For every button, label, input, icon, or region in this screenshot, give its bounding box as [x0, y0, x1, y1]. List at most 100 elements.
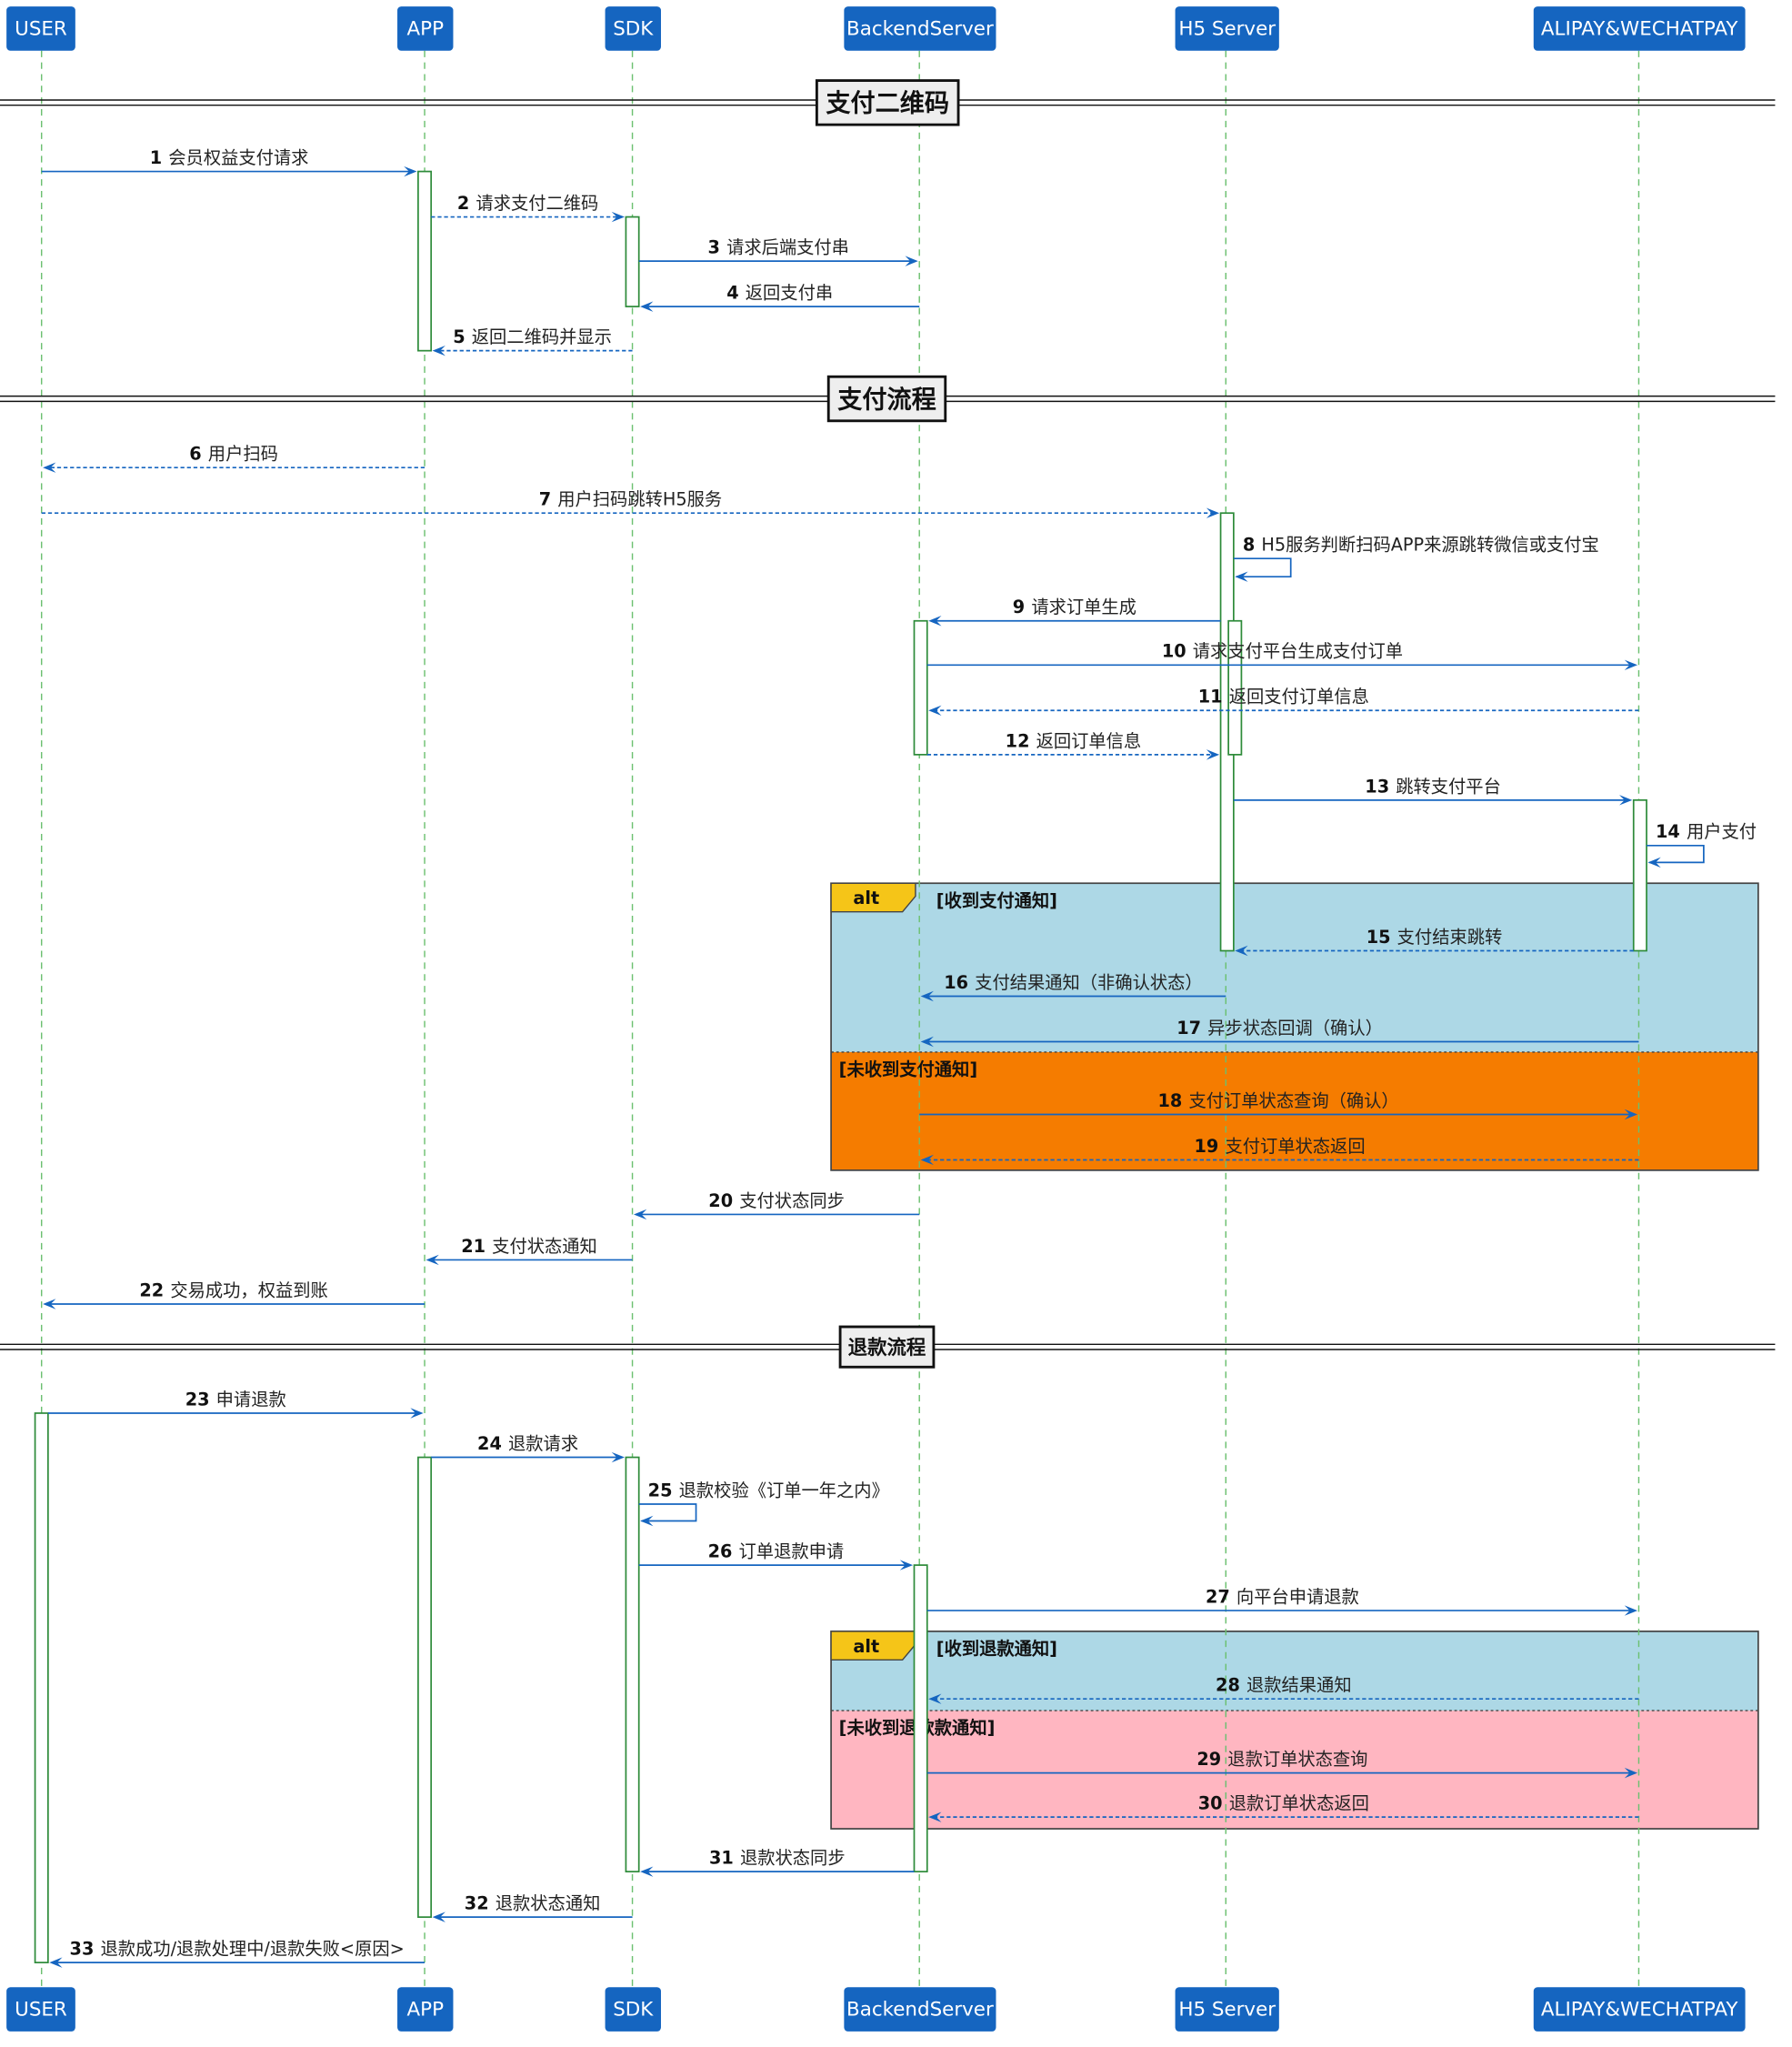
alt-branch-background [831, 1051, 1758, 1170]
message-number: 7 [539, 489, 551, 510]
message-number: 6 [189, 444, 201, 465]
message-text: 请求订单生成 [1031, 597, 1136, 617]
message-number: 4 [726, 283, 738, 304]
alt-block: alt [收到支付通知] [未收到支付通知] [830, 882, 1759, 1171]
divider-label-box [838, 1325, 936, 1369]
message-text: 退款状态通知 [496, 1893, 601, 1914]
message-number: 8 [1243, 535, 1255, 556]
message-number: 26 [708, 1541, 733, 1562]
message-text: 退款校验《订单一年之内》 [679, 1480, 889, 1500]
alt-branch-background [831, 1711, 1758, 1830]
participant-box-shape [397, 6, 454, 51]
alt-frame [830, 1631, 1759, 1830]
divider-label: 退款流程 [848, 1336, 926, 1360]
participant-box-shape [1175, 6, 1279, 51]
divider-label-box [815, 79, 960, 126]
message-text: 返回支付订单信息 [1229, 687, 1369, 707]
participant-box-shape [6, 6, 75, 51]
participant-label: H5 Server [1178, 18, 1276, 41]
message-text: 退款请求 [508, 1433, 578, 1454]
message-number: 27 [1206, 1587, 1230, 1608]
arrow-head [920, 1036, 934, 1048]
participant-box-shape [397, 1987, 454, 2032]
message-text: 用户支付 [1687, 821, 1757, 842]
arrow-head [640, 301, 654, 312]
message-number: 5 [453, 326, 465, 347]
arrow-head [928, 1811, 942, 1822]
divider-label: 支付二维码 [826, 90, 949, 118]
arrow-head [1235, 571, 1248, 582]
divider-label-box [826, 375, 947, 423]
arrow-head [1647, 857, 1661, 868]
message-text: 申请退款 [216, 1389, 286, 1410]
message-number: 11 [1198, 687, 1223, 707]
participant-label: APP [407, 1999, 445, 2022]
alt-guard: [未收到支付通知] [839, 1059, 977, 1080]
message-label: 22 交易成功，权益到账 [139, 1279, 327, 1300]
message: 22 交易成功，权益到账 [43, 1279, 425, 1309]
arrow-head [920, 1154, 934, 1166]
message-number: 12 [1006, 730, 1030, 751]
message-number: 28 [1216, 1675, 1240, 1696]
arrow-head [1619, 795, 1633, 806]
participant-box: SDK [605, 1987, 661, 2032]
message: 11 返回支付订单信息 [928, 687, 1639, 717]
message-text: 交易成功，权益到账 [170, 1279, 327, 1300]
message-number: 3 [708, 237, 720, 258]
alt-keyword: alt [853, 888, 879, 908]
message-text: 请求后端支付串 [726, 237, 849, 258]
arrow-head [640, 1515, 654, 1527]
arrow-head [899, 1560, 914, 1570]
activation-bar [913, 619, 928, 756]
arrow-head [410, 1408, 424, 1419]
alt-branch-background [831, 883, 1758, 1052]
message-text: 退款状态同步 [740, 1848, 846, 1869]
participant-label: SDK [613, 18, 654, 41]
arrow-head [611, 211, 625, 223]
self-message-arrow [638, 1503, 697, 1522]
participant-box-shape [1533, 6, 1746, 51]
participant-box: BackendServer [844, 6, 996, 51]
participant-box-shape [844, 6, 996, 51]
alt-blocks-layer: alt[收到支付通知][未收到支付通知]alt[收到退款通知][未收到退款款通知… [830, 882, 1759, 1830]
message-text: 向平台申请退款 [1236, 1587, 1359, 1608]
arrow-head [633, 1209, 647, 1220]
participant-box-shape [6, 1987, 75, 2032]
message-text: 支付状态通知 [492, 1236, 597, 1257]
activation-bar [1632, 798, 1647, 952]
alt-guard: [收到支付通知] [936, 890, 1057, 911]
message-number: 17 [1176, 1018, 1201, 1039]
participant-label: USER [15, 1999, 67, 2022]
message-text: 支付状态同步 [739, 1190, 845, 1211]
message-number: 22 [139, 1279, 164, 1300]
alt-keyword-tab [830, 882, 916, 913]
participant-box: SDK [605, 6, 661, 51]
section-divider: 退款流程 [0, 1325, 1776, 1369]
